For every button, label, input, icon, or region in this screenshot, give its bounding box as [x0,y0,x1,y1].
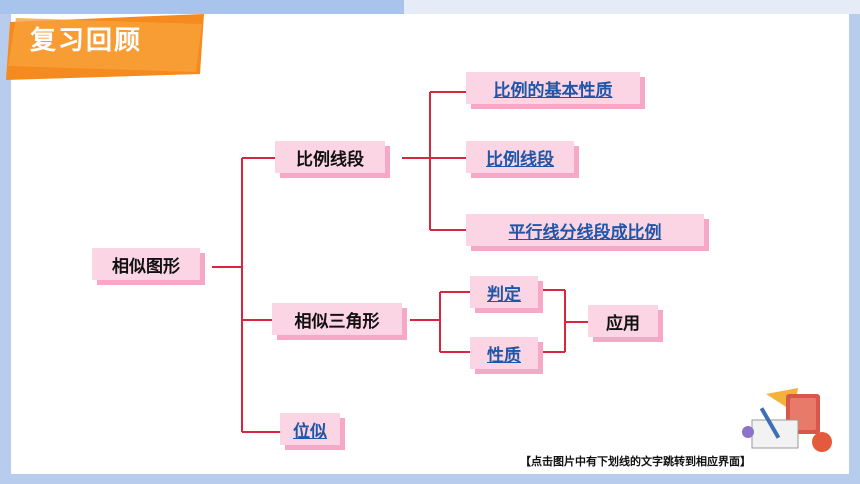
link-parallel-lines-label[interactable]: 平行线分线段成比例 [508,222,662,243]
link-parallel-lines[interactable]: 平行线分线段成比例 [466,214,704,246]
application-label: 应用 [606,313,640,334]
link-ratio-property-label[interactable]: 比例的基本性质 [493,80,613,101]
link-criteria[interactable]: 判定 [470,276,538,308]
branch-ratio-segments-label: 比例线段 [296,149,364,170]
school-supplies-icon [742,388,832,452]
link-homothety-label[interactable]: 位似 [293,421,327,442]
root-label: 相似图形 [112,256,180,277]
link-criteria-label[interactable]: 判定 [487,284,521,305]
branch-ratio-segments: 比例线段 [275,141,385,173]
application-node: 应用 [588,305,658,337]
top-band-right [404,0,860,14]
link-homothety[interactable]: 位似 [280,413,340,445]
slide-card [11,14,849,474]
title-banner [6,14,204,80]
link-properties-label[interactable]: 性质 [487,345,521,366]
link-ratio-property[interactable]: 比例的基本性质 [466,72,640,104]
top-band-left [0,0,404,14]
branch-similar-triangles: 相似三角形 [272,303,402,335]
root-node: 相似图形 [92,248,200,280]
link-properties[interactable]: 性质 [470,337,538,369]
page-title: 复习回顾 [30,26,143,56]
branch-similar-triangles-label: 相似三角形 [294,311,380,332]
link-ratio-segments-label[interactable]: 比例线段 [486,149,554,170]
link-ratio-segments[interactable]: 比例线段 [466,141,574,173]
navigation-hint: 【点击图片中有下划线的文字跳转到相应界面】 [520,455,751,468]
